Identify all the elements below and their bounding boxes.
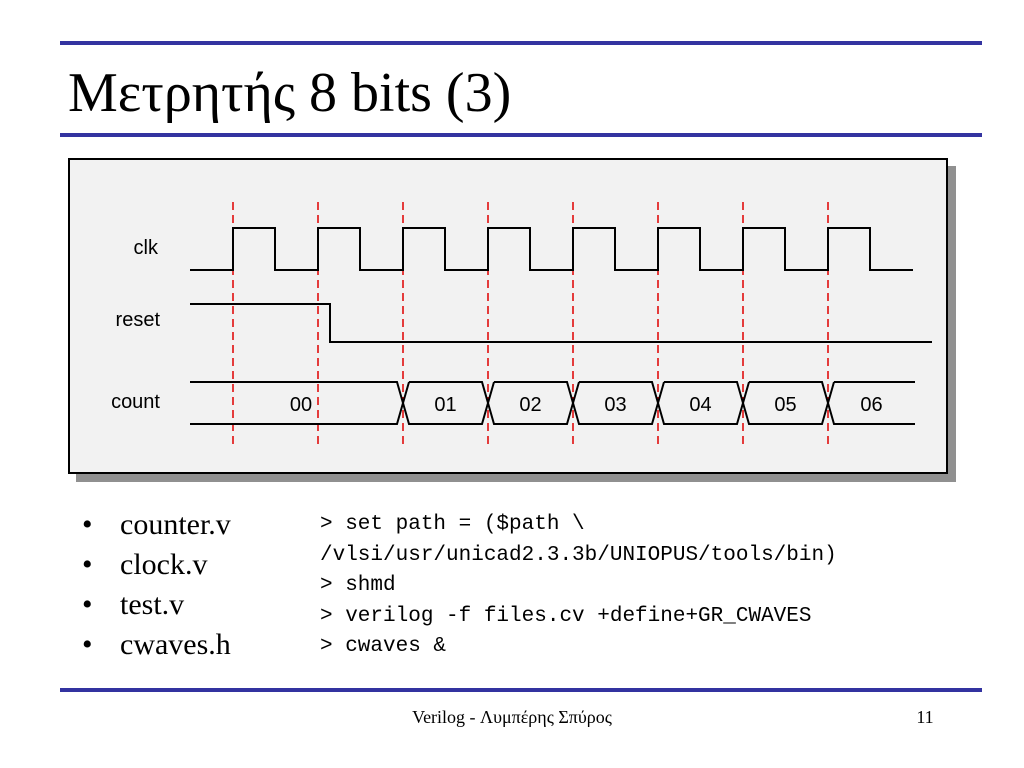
bullet-text: cwaves.h — [120, 628, 231, 661]
reset-waveform — [190, 303, 932, 343]
title-underline-rule — [60, 133, 982, 137]
bullet-dot-icon: • — [82, 548, 93, 581]
clk-waveform — [190, 227, 913, 271]
bullet-list: • counter.v • clock.v • test.v • cwaves.h — [82, 505, 231, 665]
bullet-dot-icon: • — [82, 588, 93, 621]
reset-label: reset — [116, 309, 161, 331]
count-bus-segment — [741, 381, 830, 425]
count-value-label: 00 — [290, 394, 312, 416]
bullet-text: clock.v — [120, 548, 208, 581]
bullet-item: • cwaves.h — [82, 625, 231, 665]
clk-label: clk — [134, 237, 159, 259]
bullet-item: • test.v — [82, 585, 231, 625]
bullet-dot-icon: • — [82, 508, 93, 541]
timing-diagram: clk reset count 00 01 02 03 04 05 06 — [68, 158, 948, 474]
bullet-text: counter.v — [120, 508, 231, 541]
count-value-label: 01 — [434, 394, 456, 416]
bullet-item: • counter.v — [82, 505, 231, 545]
command-line: > shmd — [320, 574, 396, 597]
command-line: > verilog -f files.cv +define+GR_CWAVES — [320, 604, 812, 628]
count-value-label: 06 — [860, 394, 882, 416]
bullet-item: • clock.v — [82, 545, 231, 585]
command-line: > cwaves & — [320, 635, 447, 658]
count-value-label: 04 — [689, 394, 711, 416]
slide-title: Μετρητής 8 bits (3) — [68, 62, 512, 124]
bullet-dot-icon: • — [82, 628, 93, 661]
count-bus-segment — [486, 381, 575, 425]
timing-diagram-svg: clk reset count 00 01 02 03 04 05 06 — [111, 202, 932, 448]
command-line: /vlsi/usr/unicad2.3.3b/UNIOPUS/tools/bin… — [320, 543, 837, 567]
count-bus-segment — [571, 381, 660, 425]
count-label: count — [111, 391, 160, 413]
footer-title: Verilog - Λυμπέρης Σπύρος — [412, 707, 612, 727]
count-value-label: 02 — [519, 394, 541, 416]
command-block: > set path = ($path \ /vlsi/usr/unicad2.… — [320, 510, 837, 663]
command-line: > set path = ($path \ — [320, 513, 585, 536]
bullet-text: test.v — [120, 588, 185, 621]
count-value-label: 05 — [774, 394, 796, 416]
count-bus: 00 01 02 03 04 05 06 — [190, 381, 915, 425]
top-rule — [60, 41, 982, 45]
footer-rule — [60, 688, 982, 692]
count-bus-segment — [656, 381, 745, 425]
count-bus-segment — [826, 381, 915, 425]
count-bus-segment — [401, 381, 490, 425]
page-number: 11 — [916, 707, 934, 727]
count-value-label: 03 — [604, 394, 626, 416]
